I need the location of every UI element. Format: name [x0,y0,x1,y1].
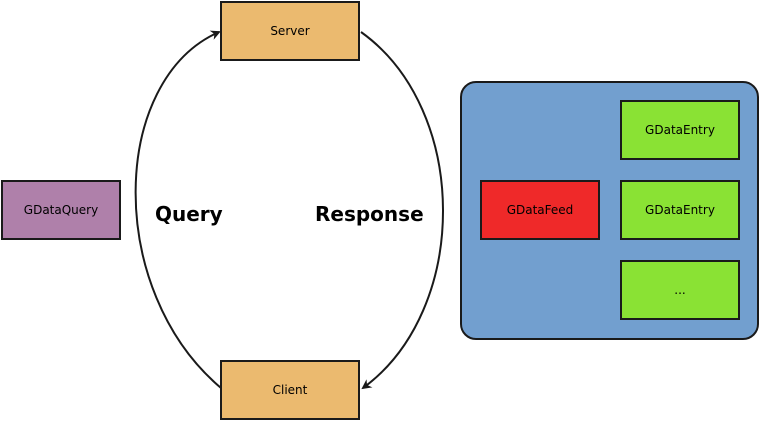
gdataquery-node: GDataQuery [1,180,121,240]
gdatafeed-node: GDataFeed [480,180,600,240]
server-node: Server [220,1,360,61]
client-label: Client [272,383,308,397]
gdataentry-node: GDataEntry [620,180,740,240]
gdataquery-label: GDataQuery [23,203,99,217]
client-node: Client [220,360,360,420]
query-edge-label: Query [155,202,223,226]
ellipsis-label: ... [674,283,686,297]
query-arrow [134,30,222,389]
server-label: Server [270,24,310,38]
gdataentry-node: GDataEntry [620,100,740,160]
gdataentry-label: GDataEntry [645,203,715,217]
gdatafeed-label: GDataFeed [506,203,574,217]
ellipsis-entry-node: ... [620,260,740,320]
response-edge-label: Response [315,202,424,226]
response-arrow [360,31,444,390]
gdataentry-label: GDataEntry [645,123,715,137]
